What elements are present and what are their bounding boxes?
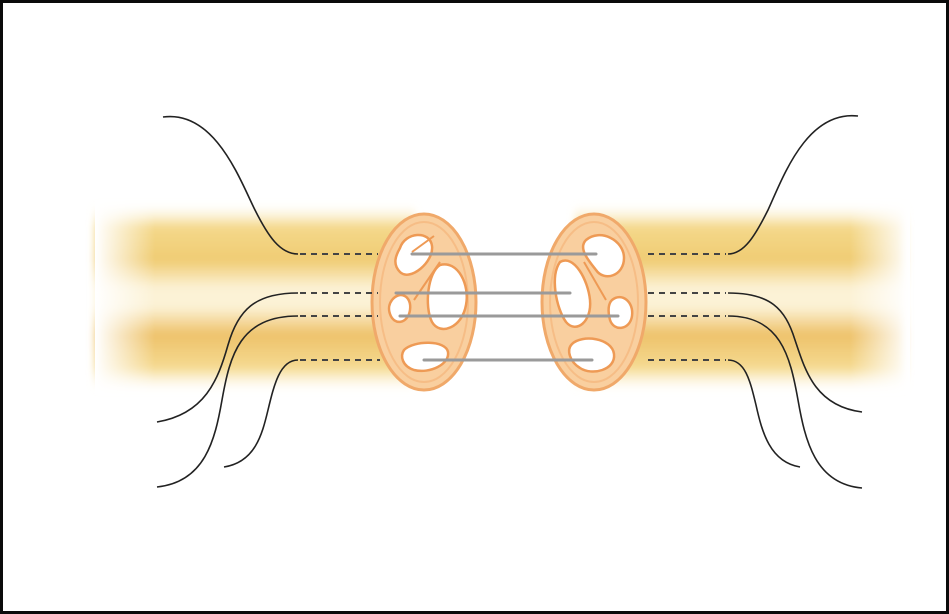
right-cut-face — [542, 214, 646, 390]
fascicle-cross-section — [428, 264, 467, 329]
left-nerve-stump — [95, 200, 415, 395]
fascicle-cross-section — [389, 295, 410, 322]
fascicle-cross-section — [569, 339, 614, 372]
fascicle-cross-section — [609, 297, 633, 328]
left-cut-face — [372, 214, 476, 390]
